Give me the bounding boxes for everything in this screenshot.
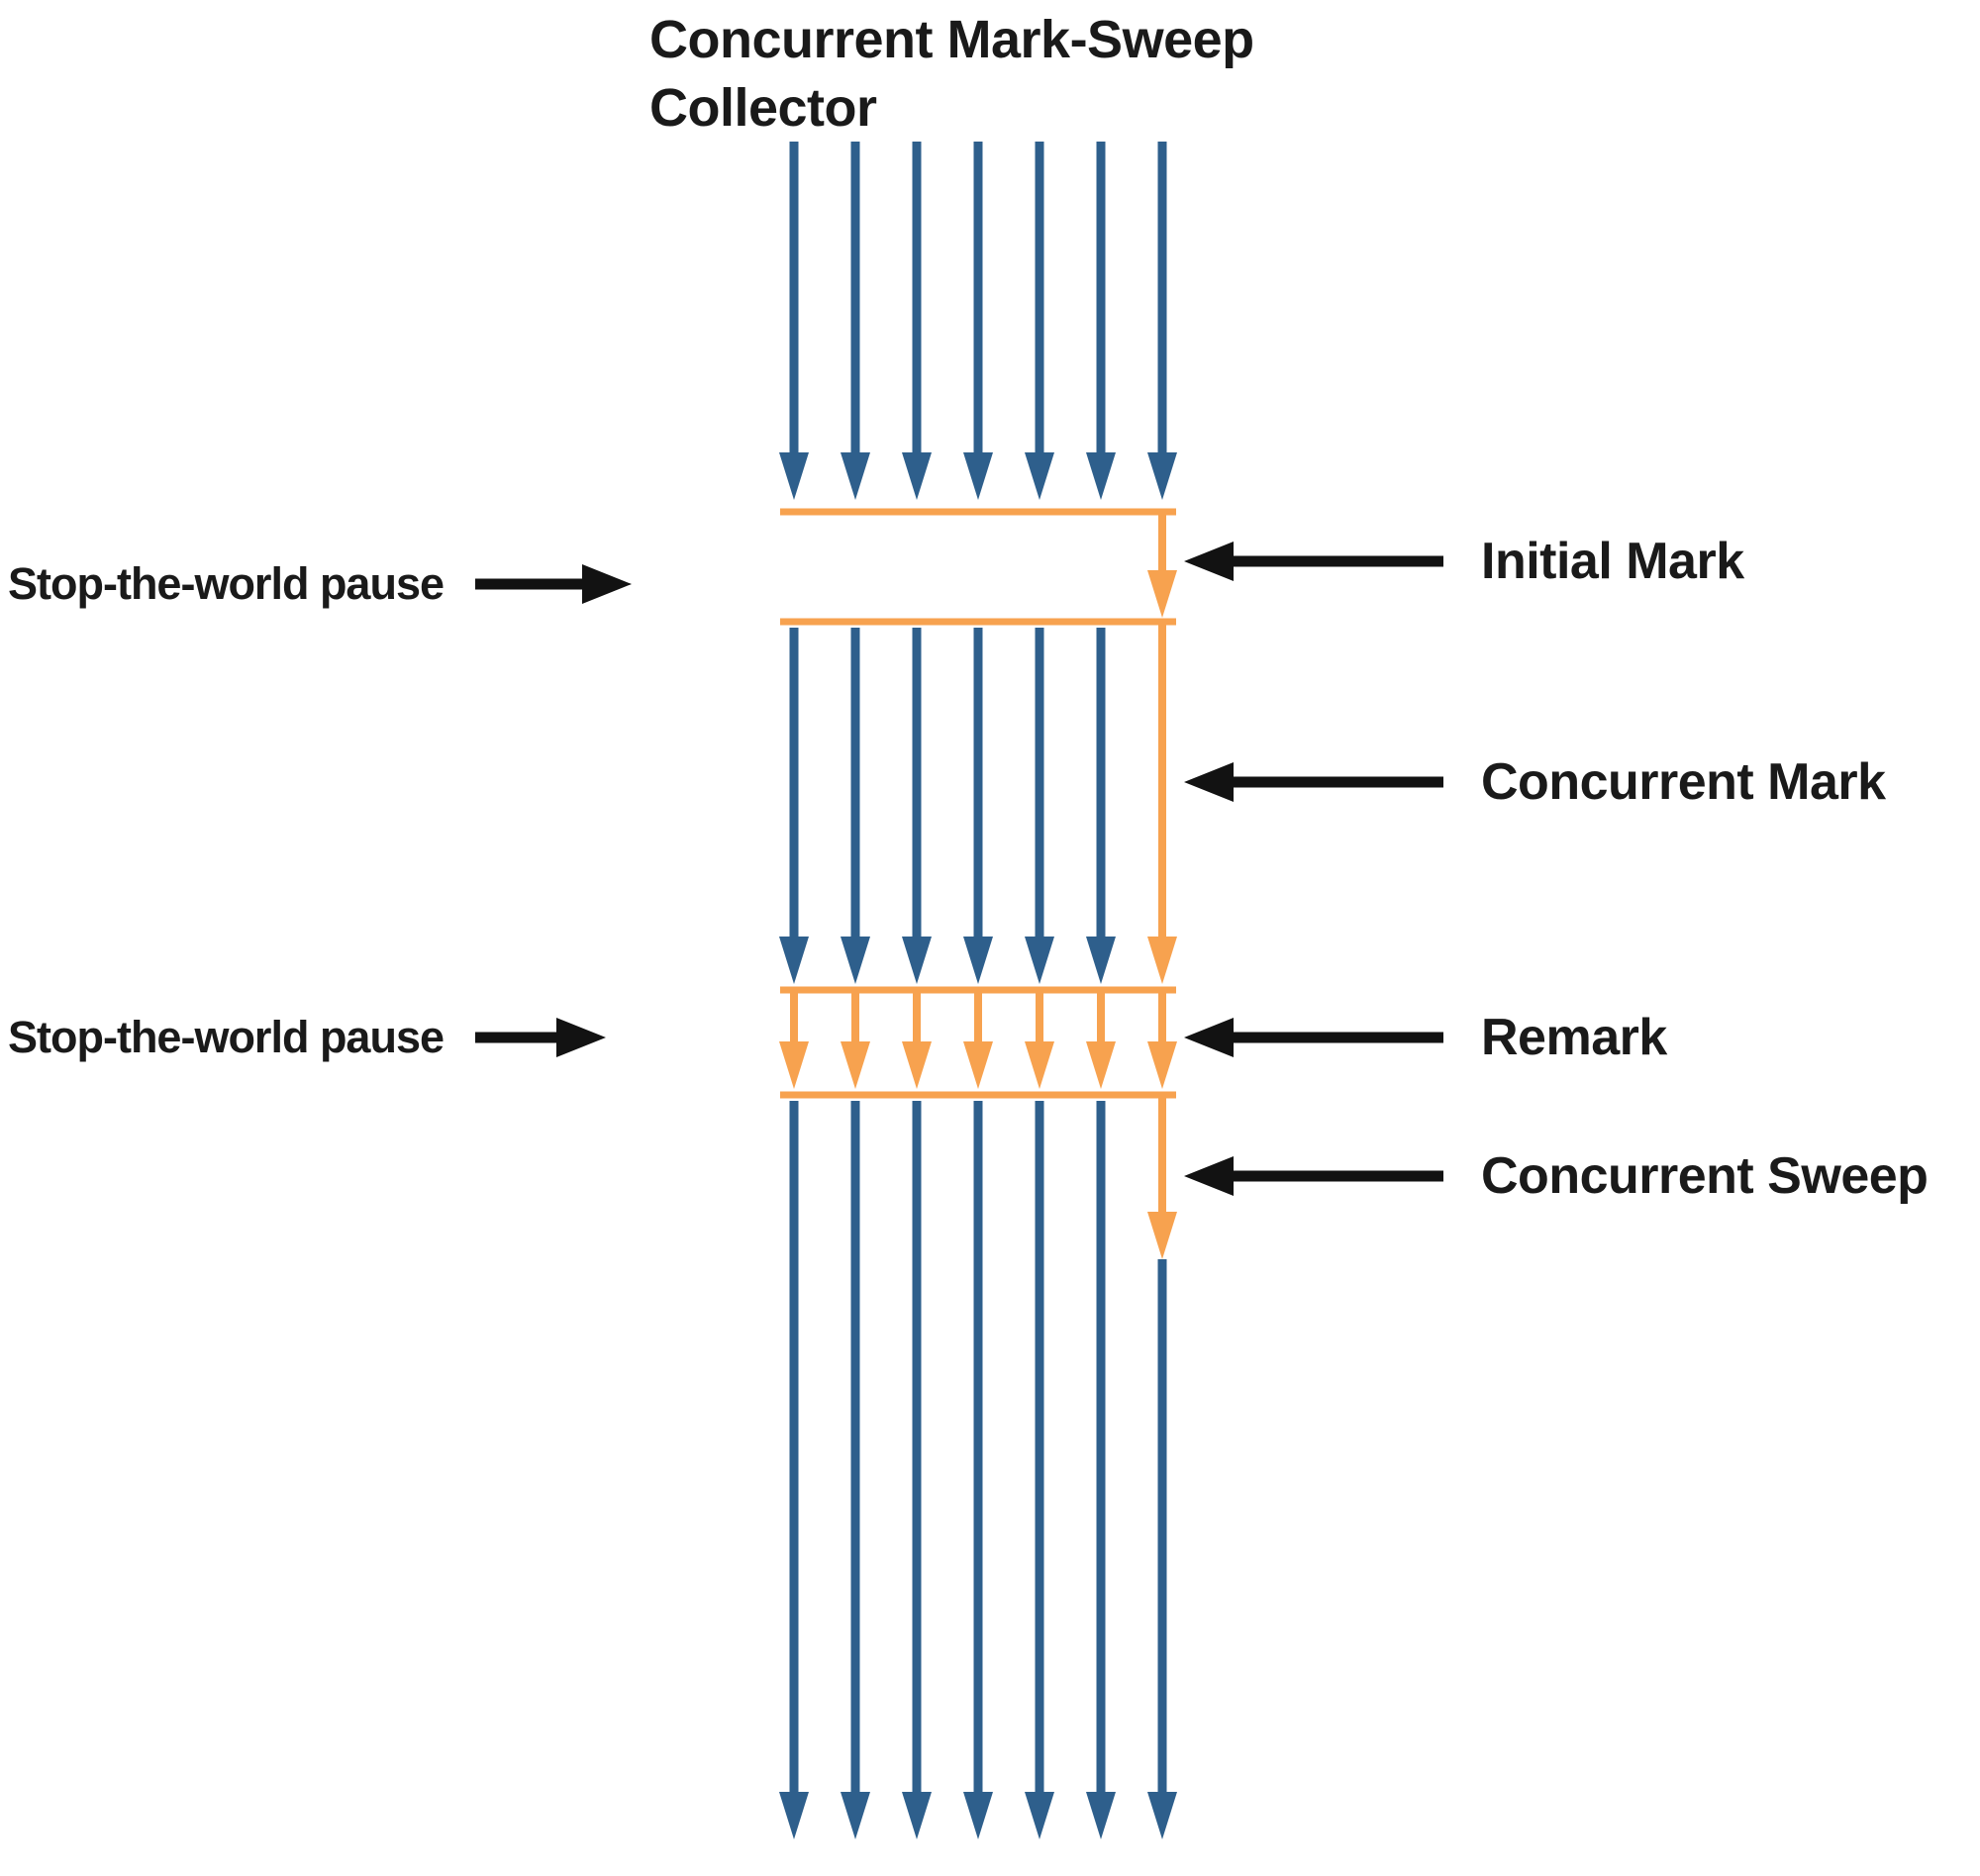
stw-pause-bars <box>780 508 1176 1099</box>
app-threads-bottom-segment <box>779 1101 1116 1839</box>
diagram-title: Concurrent Mark-Sweep Collector <box>649 10 1254 139</box>
concurrent-sweep-arrow <box>1147 1095 1177 1259</box>
label-remark: Remark <box>1481 1009 1667 1066</box>
app-threads-mid-segment <box>779 628 1116 984</box>
pointer-arrows <box>475 542 1443 1196</box>
label-concurrent-sweep: Concurrent Sweep <box>1481 1147 1929 1205</box>
app-threads-top-segment <box>779 142 1177 500</box>
gc-thread-bottom-segment <box>1147 1259 1177 1839</box>
concurrent-mark-arrow <box>1147 622 1177 984</box>
label-stop-the-world-pause-2: Stop-the-world pause <box>8 1012 445 1062</box>
remark-arrows <box>779 992 1177 1089</box>
label-initial-mark: Initial Mark <box>1481 533 1744 590</box>
initial-mark-arrow <box>1147 512 1177 618</box>
label-concurrent-mark: Concurrent Mark <box>1481 753 1886 811</box>
label-stop-the-world-pause-1: Stop-the-world pause <box>8 558 445 609</box>
